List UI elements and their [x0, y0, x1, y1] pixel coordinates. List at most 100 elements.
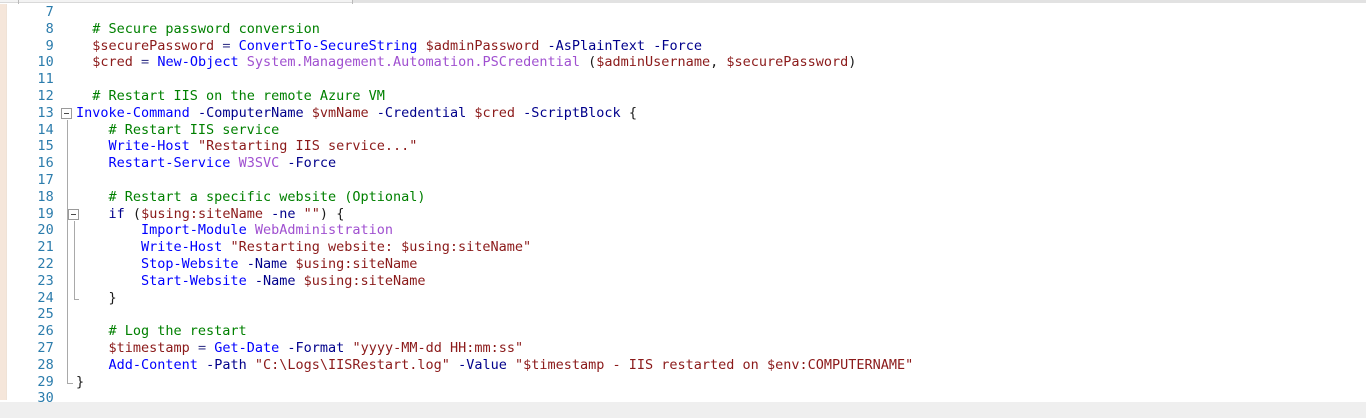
- code-token-plain: [76, 21, 92, 37]
- line-number: 27: [37, 340, 54, 356]
- code-line[interactable]: 12 # Restart IIS on the remote Azure VM: [8, 88, 1366, 105]
- code-token-op: =: [222, 37, 231, 54]
- code-token-param: -Name: [254, 272, 296, 289]
- code-token-plain: [76, 357, 109, 373]
- code-line[interactable]: 25: [8, 306, 1366, 323]
- code-token-plain: [76, 256, 141, 272]
- line-number: 24: [37, 289, 54, 306]
- code-line[interactable]: 24 }: [8, 290, 1366, 307]
- code-token-comment: # Secure password conversion: [92, 20, 320, 37]
- code-line[interactable]: 30: [8, 390, 1366, 402]
- code-token-cmdlet: Import-Module: [141, 222, 247, 239]
- code-line[interactable]: 26 # Log the restart: [8, 323, 1366, 340]
- code-line[interactable]: 14 # Restart IIS service: [8, 122, 1366, 139]
- code-line[interactable]: 15 Write-Host "Restarting IIS service...…: [8, 138, 1366, 155]
- code-token-param: -ScriptBlock: [523, 104, 621, 121]
- code-token-plain: [198, 357, 206, 373]
- line-number: 7: [45, 4, 54, 20]
- code-line[interactable]: 9 $securePassword = ConvertTo-SecureStri…: [8, 38, 1366, 55]
- code-token-plain: [76, 273, 141, 289]
- fold-guide-rail: [74, 220, 75, 299]
- fold-toggle-icon[interactable]: [60, 105, 76, 122]
- code-token-param: -Value: [458, 356, 507, 373]
- code-token-plain: [239, 54, 247, 70]
- code-token-brace: {: [336, 205, 345, 222]
- code-token-var: $securePassword: [726, 54, 849, 71]
- code-token-param: -Path: [206, 356, 247, 373]
- code-token-plain: [125, 206, 133, 222]
- code-line[interactable]: 10 $cred = New-Object System.Management.…: [8, 54, 1366, 71]
- code-token-var: $vmName: [311, 104, 369, 121]
- code-line[interactable]: 16 Restart-Service W3SVC -Force: [8, 155, 1366, 172]
- code-token-param: -Format: [287, 340, 345, 356]
- code-token-plain: [133, 54, 141, 70]
- fold-toggle-icon[interactable]: [67, 206, 83, 223]
- code-token-string: "Restarting website: $using:siteName": [230, 239, 532, 256]
- code-line-text: # Secure password conversion: [76, 21, 320, 38]
- code-token-var: $securePassword: [92, 37, 215, 54]
- code-token-cmdlet: Start-Website: [141, 272, 247, 289]
- code-line[interactable]: 11: [8, 71, 1366, 88]
- code-token-plain: [645, 38, 653, 54]
- code-token-cmdlet: Stop-Website: [141, 256, 239, 272]
- code-line[interactable]: 21 Write-Host "Restarting website: $usin…: [8, 239, 1366, 256]
- code-token-cmdlet: Invoke-Command: [76, 104, 190, 121]
- code-token-var: $cred: [474, 104, 515, 121]
- line-number: 22: [37, 256, 54, 272]
- code-line[interactable]: 28 Add-Content -Path "C:\Logs\IISRestart…: [8, 357, 1366, 374]
- line-number: 10: [37, 54, 54, 71]
- code-token-plain: [76, 122, 109, 138]
- code-token-string: "C:\Logs\IISRestart.log": [254, 356, 450, 373]
- code-token-string: "yyyy-MM-dd HH:mm:ss": [352, 340, 524, 356]
- code-token-plain: [206, 340, 214, 356]
- code-line[interactable]: 20 Import-Module WebAdministration: [8, 222, 1366, 239]
- code-line-text: $securePassword = ConvertTo-SecureString…: [76, 38, 702, 55]
- line-number: 29: [37, 373, 54, 390]
- code-token-brace: }: [108, 289, 117, 306]
- line-number: 20: [37, 222, 54, 239]
- code-line[interactable]: 8 # Secure password conversion: [8, 21, 1366, 38]
- code-line-text: $timestamp = Get-Date -Format "yyyy-MM-d…: [76, 340, 524, 357]
- code-line[interactable]: 18 # Restart a specific website (Optiona…: [8, 189, 1366, 206]
- code-token-param: -Force: [653, 37, 702, 54]
- code-token-plain: [76, 54, 92, 70]
- code-line-text: # Restart a specific website (Optional): [76, 189, 426, 206]
- code-token-plain: [76, 222, 141, 238]
- code-line[interactable]: 17: [8, 172, 1366, 189]
- code-line[interactable]: 7: [8, 4, 1366, 21]
- code-token-plain: [450, 357, 458, 373]
- code-token-brace: (: [132, 205, 142, 222]
- code-line[interactable]: 27 $timestamp = Get-Date -Format "yyyy-M…: [8, 340, 1366, 357]
- code-token-plain: [247, 222, 255, 238]
- fold-minus-icon: [68, 208, 79, 220]
- editor-bottom-band: [0, 402, 1366, 418]
- fold-guide-rail: [67, 119, 68, 383]
- editor-top-rule: [0, 0, 1366, 3]
- code-line-text: Write-Host "Restarting IIS service...": [76, 138, 418, 155]
- code-token-plain: [76, 88, 92, 104]
- code-line-text: # Restart IIS service: [76, 122, 280, 139]
- code-token-plain: [230, 155, 238, 171]
- line-number: 17: [37, 172, 54, 188]
- code-token-brace: ): [319, 205, 329, 222]
- code-token-op: =: [141, 54, 150, 71]
- code-line[interactable]: 29}: [8, 374, 1366, 391]
- code-line[interactable]: 19 if ($using:siteName -ne "") {: [8, 206, 1366, 223]
- code-line[interactable]: 22 Stop-Website -Name $using:siteName: [8, 256, 1366, 273]
- code-token-plain: [247, 357, 255, 373]
- code-line[interactable]: 23 Start-Website -Name $using:siteName: [8, 273, 1366, 290]
- code-token-plain: [295, 273, 303, 289]
- fold-guide-rail-foot: [74, 298, 79, 300]
- line-number: 8: [45, 20, 54, 37]
- line-number: 12: [37, 88, 54, 104]
- code-token-brace: ): [848, 54, 857, 71]
- line-number: 26: [37, 323, 54, 340]
- line-number: 16: [37, 155, 54, 172]
- code-token-plain: [76, 239, 141, 255]
- code-token-plain: [76, 189, 109, 205]
- line-number: 14: [37, 121, 54, 138]
- line-number: 21: [37, 239, 54, 256]
- code-token-plain: [190, 138, 198, 154]
